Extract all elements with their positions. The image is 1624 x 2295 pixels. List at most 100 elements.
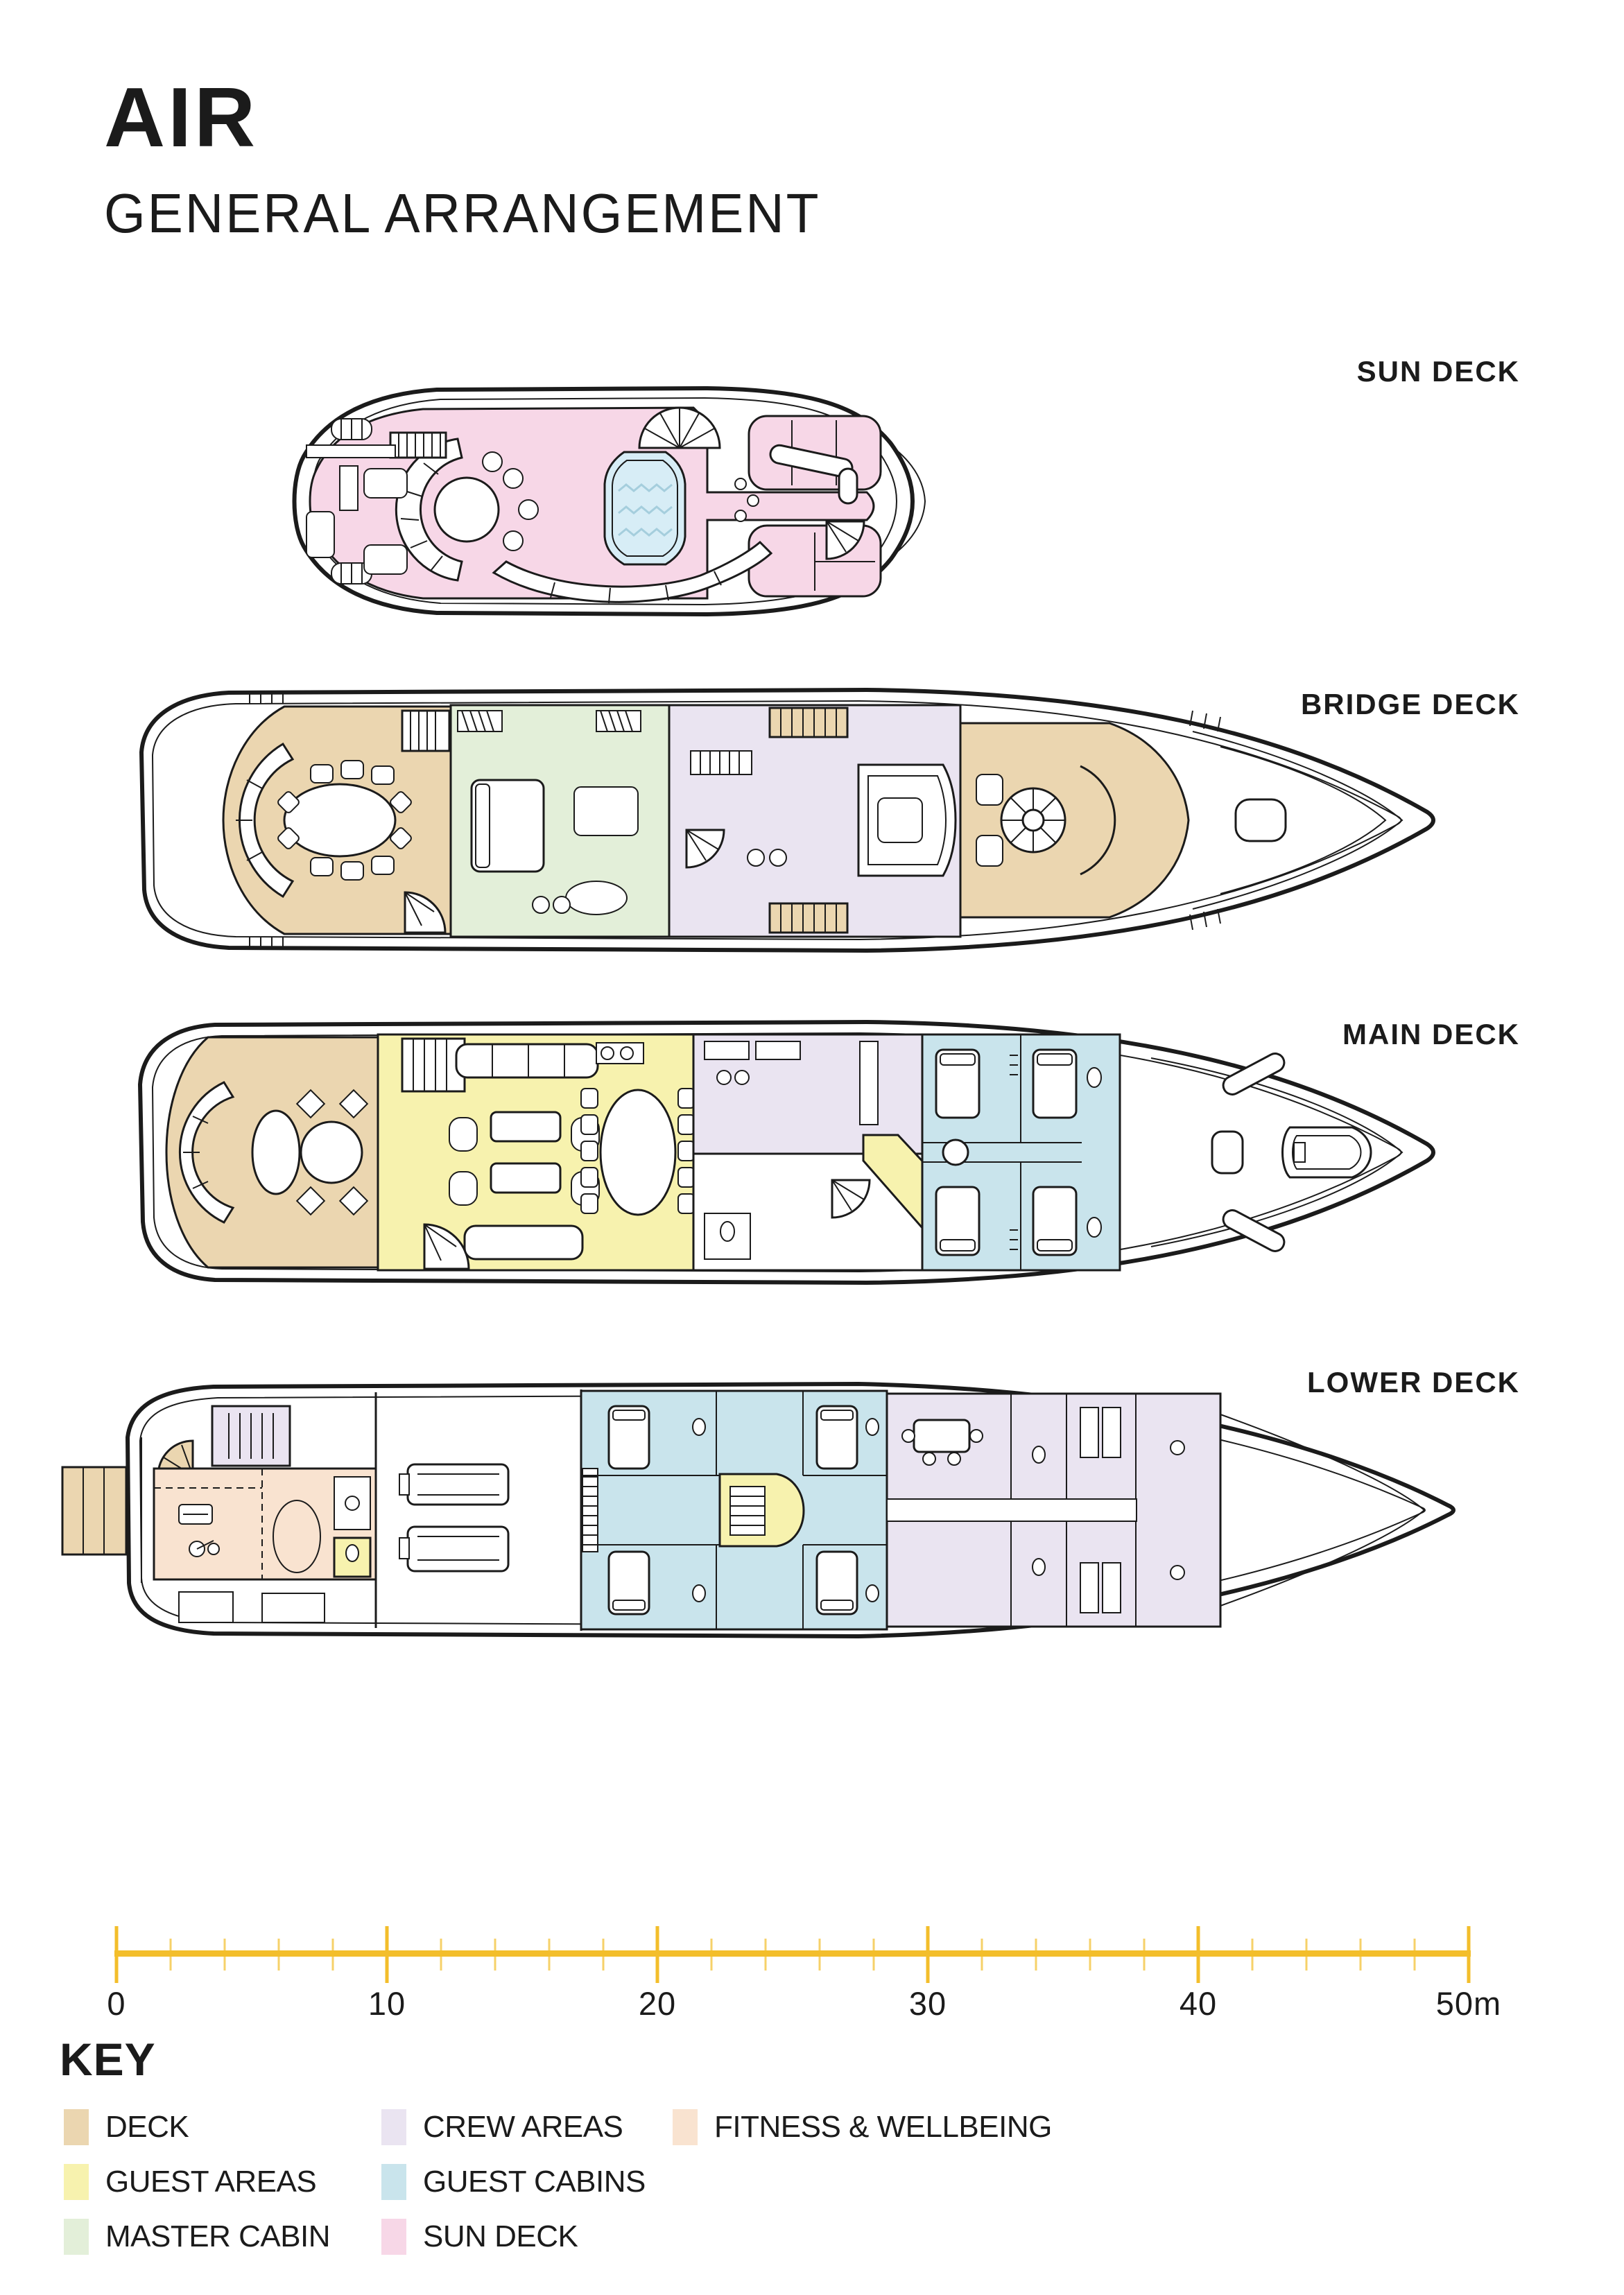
stair-run-bottom — [768, 902, 849, 934]
key-item-label: DECK — [105, 2109, 189, 2144]
yacht-name-title: AIR — [104, 70, 259, 164]
crew-corridor — [886, 1498, 1137, 1522]
sun-deck-plan — [292, 386, 926, 616]
curved-bench — [492, 540, 773, 603]
windshield — [1080, 765, 1116, 876]
key-swatch-guest-cabins — [381, 2163, 406, 2200]
key-item-label: GUEST AREAS — [105, 2164, 317, 2199]
stair-saloon-bottom — [423, 1223, 470, 1270]
bar-bench-side — [838, 467, 858, 505]
key-items: DECK CREW AREAS FITNESS & WELLBEING GUEST A… — [64, 2099, 1158, 2264]
aft-sunpad — [251, 1109, 301, 1195]
aft-bench — [239, 742, 295, 899]
master-tub — [565, 881, 628, 915]
tender-engine — [1293, 1142, 1306, 1163]
small-craft-1 — [1222, 1053, 1286, 1095]
label-lower-deck: LOWER DECK — [1307, 1366, 1520, 1398]
lower-guest-cabins — [580, 1389, 888, 1631]
dining-chairs — [277, 760, 412, 881]
sun-deck-seating — [492, 444, 858, 604]
sun-deck-bar — [395, 438, 539, 582]
cabin-bed-4 — [815, 1550, 858, 1616]
vip-bed-3 — [935, 1186, 981, 1256]
bar-table — [433, 476, 500, 543]
main-saloon — [377, 1033, 696, 1272]
bridge-deck-bulwark — [151, 700, 1402, 941]
shower-room — [334, 1476, 371, 1530]
side-deck-stairs-aft — [249, 692, 284, 949]
store-hatch — [261, 1593, 325, 1623]
lobby-stair — [729, 1486, 766, 1536]
pool-water — [618, 483, 673, 537]
engine-starboard — [406, 1525, 510, 1573]
key-item-label: SUN DECK — [423, 2219, 578, 2253]
key-item-guest-cabins: GUEST CABINS — [381, 2154, 673, 2209]
scale-label-2: 20 — [638, 1985, 677, 2022]
scale-bar — [114, 1926, 1471, 1983]
helm-seat-1 — [976, 774, 1003, 806]
side-deck-stairs-fwd — [1189, 710, 1221, 930]
dining-table — [599, 1089, 677, 1216]
main-guest-cabins — [921, 1033, 1121, 1272]
main-galley-lobby — [692, 1033, 969, 1272]
key-swatch-fitness — [673, 2108, 698, 2145]
sun-deck-furniture — [306, 418, 408, 584]
bench-l-lines — [814, 532, 875, 591]
bridge-crew-area — [668, 704, 962, 938]
vip-bed-1 — [935, 1048, 981, 1119]
main-aft-deck — [165, 1036, 379, 1269]
lazarette-hatch — [178, 1591, 234, 1623]
lower-fitness-area — [153, 1405, 377, 1581]
key-item-guest-areas: GUEST AREAS — [64, 2154, 381, 2209]
label-bridge-deck: BRIDGE DECK — [1300, 688, 1520, 720]
corridor-column — [942, 1138, 969, 1166]
key-item-crew: CREW AREAS — [381, 2099, 673, 2154]
saloon-sofa-bottom — [463, 1224, 584, 1261]
saloon-sofa-top — [455, 1043, 599, 1079]
galley-counter — [859, 1041, 879, 1125]
scale-label-5: 50m — [1435, 1985, 1502, 2022]
label-main-deck: MAIN DECK — [1342, 1018, 1520, 1050]
aft-table — [300, 1120, 363, 1184]
dining-chairs — [580, 1088, 696, 1214]
bridge-aft-deck — [222, 705, 452, 935]
key-item-label: GUEST CABINS — [423, 2164, 646, 2199]
key-item-label: FITNESS & WELLBEING — [714, 2109, 1052, 2144]
foredeck-hatch — [1234, 798, 1287, 842]
cabin-bed-2 — [815, 1405, 858, 1470]
alfresco-dining-table — [283, 783, 397, 858]
master-sofa-table — [573, 786, 639, 836]
key-swatch-crew — [381, 2108, 406, 2145]
vip-bed-4 — [1032, 1186, 1078, 1256]
key-item-sun: SUN DECK — [381, 2209, 673, 2264]
key-title: KEY — [60, 2034, 156, 2085]
vip-bed-2 — [1032, 1048, 1078, 1119]
foredeck-seat — [1211, 1130, 1244, 1175]
lower-bow — [1220, 1414, 1426, 1607]
small-craft-2 — [1222, 1209, 1286, 1252]
crew-mess-table — [913, 1419, 971, 1453]
transom-bench — [178, 1081, 235, 1224]
swim-platform — [61, 1466, 128, 1556]
stair-aft-top — [401, 709, 451, 752]
stair-run-top — [768, 707, 849, 738]
bridge-foredeck — [1192, 731, 1403, 910]
cabin-bed-1 — [607, 1405, 650, 1470]
crew-stair-fan — [685, 829, 725, 869]
sun-deck-stairs — [389, 406, 865, 560]
fan-stair-forward — [825, 520, 865, 560]
master-bed-pillows — [475, 783, 490, 868]
lobby-stair-fan — [831, 1179, 871, 1219]
label-sun-deck: SUN DECK — [1356, 355, 1520, 388]
key-item-fitness: FITNESS & WELLBEING — [673, 2099, 1158, 2154]
key-swatch-sun — [381, 2218, 406, 2255]
scale-label-4: 40 — [1179, 1985, 1218, 2022]
cabin-bed-3 — [607, 1550, 650, 1616]
key-item-master: MASTER CABIN — [64, 2209, 381, 2264]
page-subtitle: GENERAL ARRANGEMENT — [104, 182, 821, 244]
key-swatch-guest-areas — [64, 2163, 89, 2200]
scale-label-1: 10 — [368, 1985, 406, 2022]
main-foredeck — [1150, 1053, 1403, 1252]
